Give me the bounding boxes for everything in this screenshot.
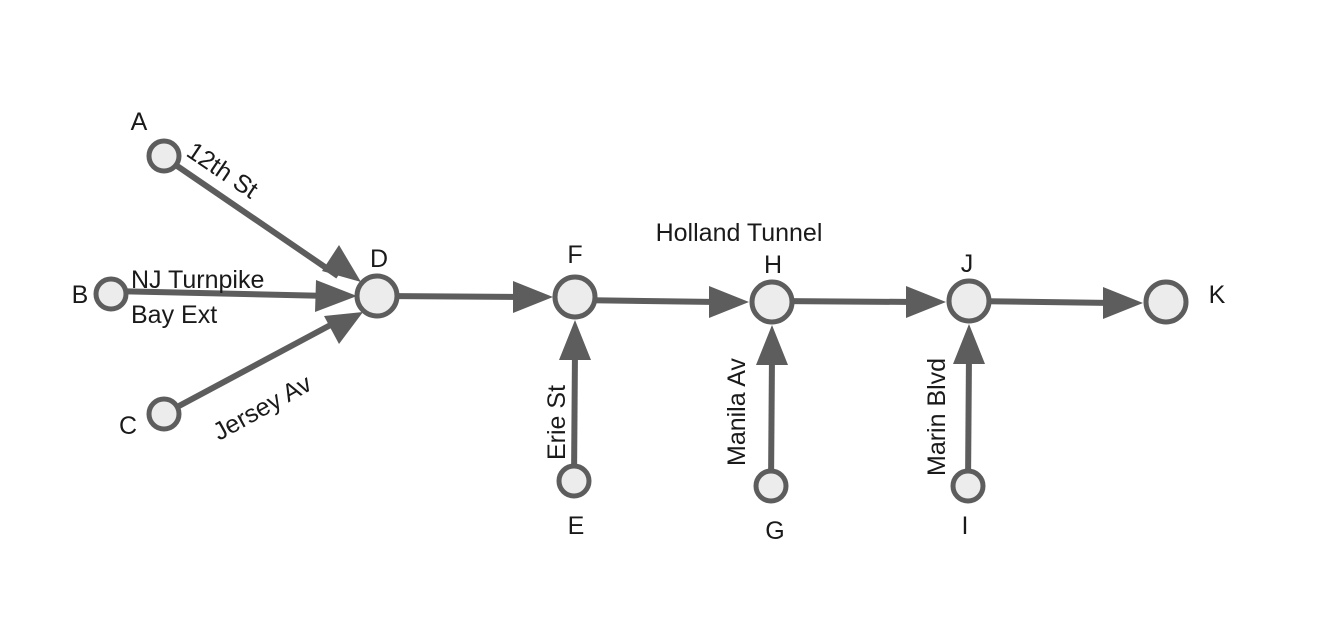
edge-f-h (574, 297, 719, 305)
nodes (93, 138, 1189, 504)
arrowhead-a-d (322, 245, 361, 282)
node-a (146, 138, 182, 174)
edge-labels: 12th St NJ Turnpike Bay Ext Jersey Av Er… (131, 137, 951, 476)
node-c (146, 396, 182, 432)
arrowhead-b-d (315, 280, 357, 312)
edge-c-d (162, 318, 340, 417)
edge-label-g-h: Manila Av (723, 358, 751, 466)
arrowhead-d-f (513, 281, 553, 313)
node-label-k: K (1209, 281, 1226, 309)
node-label-c: C (119, 412, 137, 440)
arrowhead-e-f (559, 320, 591, 360)
node-label-b: B (72, 281, 89, 309)
arrowhead-f-h (709, 286, 749, 318)
edge-a-d (162, 154, 340, 279)
arrowhead-i-j (953, 324, 985, 364)
arrowhead-c-d (324, 312, 363, 344)
edge-g-h (768, 353, 775, 487)
node-i (950, 468, 986, 504)
edge-h-j (772, 298, 917, 305)
node-d (354, 273, 400, 319)
edge-j-k (968, 298, 1115, 306)
edge-label-f-h: Holland Tunnel (656, 219, 823, 247)
node-label-i: I (962, 512, 969, 540)
node-label-h: H (764, 251, 782, 279)
node-f (552, 274, 598, 320)
node-j (946, 278, 992, 324)
edge-b-d (110, 288, 331, 299)
node-b (93, 276, 129, 312)
arrowhead-h-j (906, 286, 946, 318)
arrowhead-g-h (756, 325, 788, 365)
node-e (556, 463, 592, 499)
arrowhead-j-k (1103, 287, 1143, 319)
edge-label-i-j: Marin Blvd (923, 358, 951, 476)
node-labels: A B C D E F G H I J K (72, 108, 1226, 545)
edge-label-b-d-line2: Bay Ext (131, 301, 217, 329)
edge-label-b-d-line1: NJ Turnpike (131, 266, 264, 294)
node-g (753, 468, 789, 504)
node-label-d: D (370, 245, 388, 273)
edge-e-f (571, 349, 578, 482)
arrowheads (315, 245, 1143, 365)
node-label-f: F (567, 241, 582, 269)
node-h (749, 279, 795, 325)
node-label-j: J (961, 250, 974, 278)
node-k (1143, 279, 1189, 325)
edge-i-j (965, 352, 972, 487)
edge-d-f (376, 293, 524, 300)
node-label-e: E (568, 512, 585, 540)
node-label-a: A (131, 108, 148, 136)
edge-label-e-f: Erie St (543, 385, 571, 460)
edges (110, 154, 1115, 487)
node-label-g: G (765, 517, 784, 545)
